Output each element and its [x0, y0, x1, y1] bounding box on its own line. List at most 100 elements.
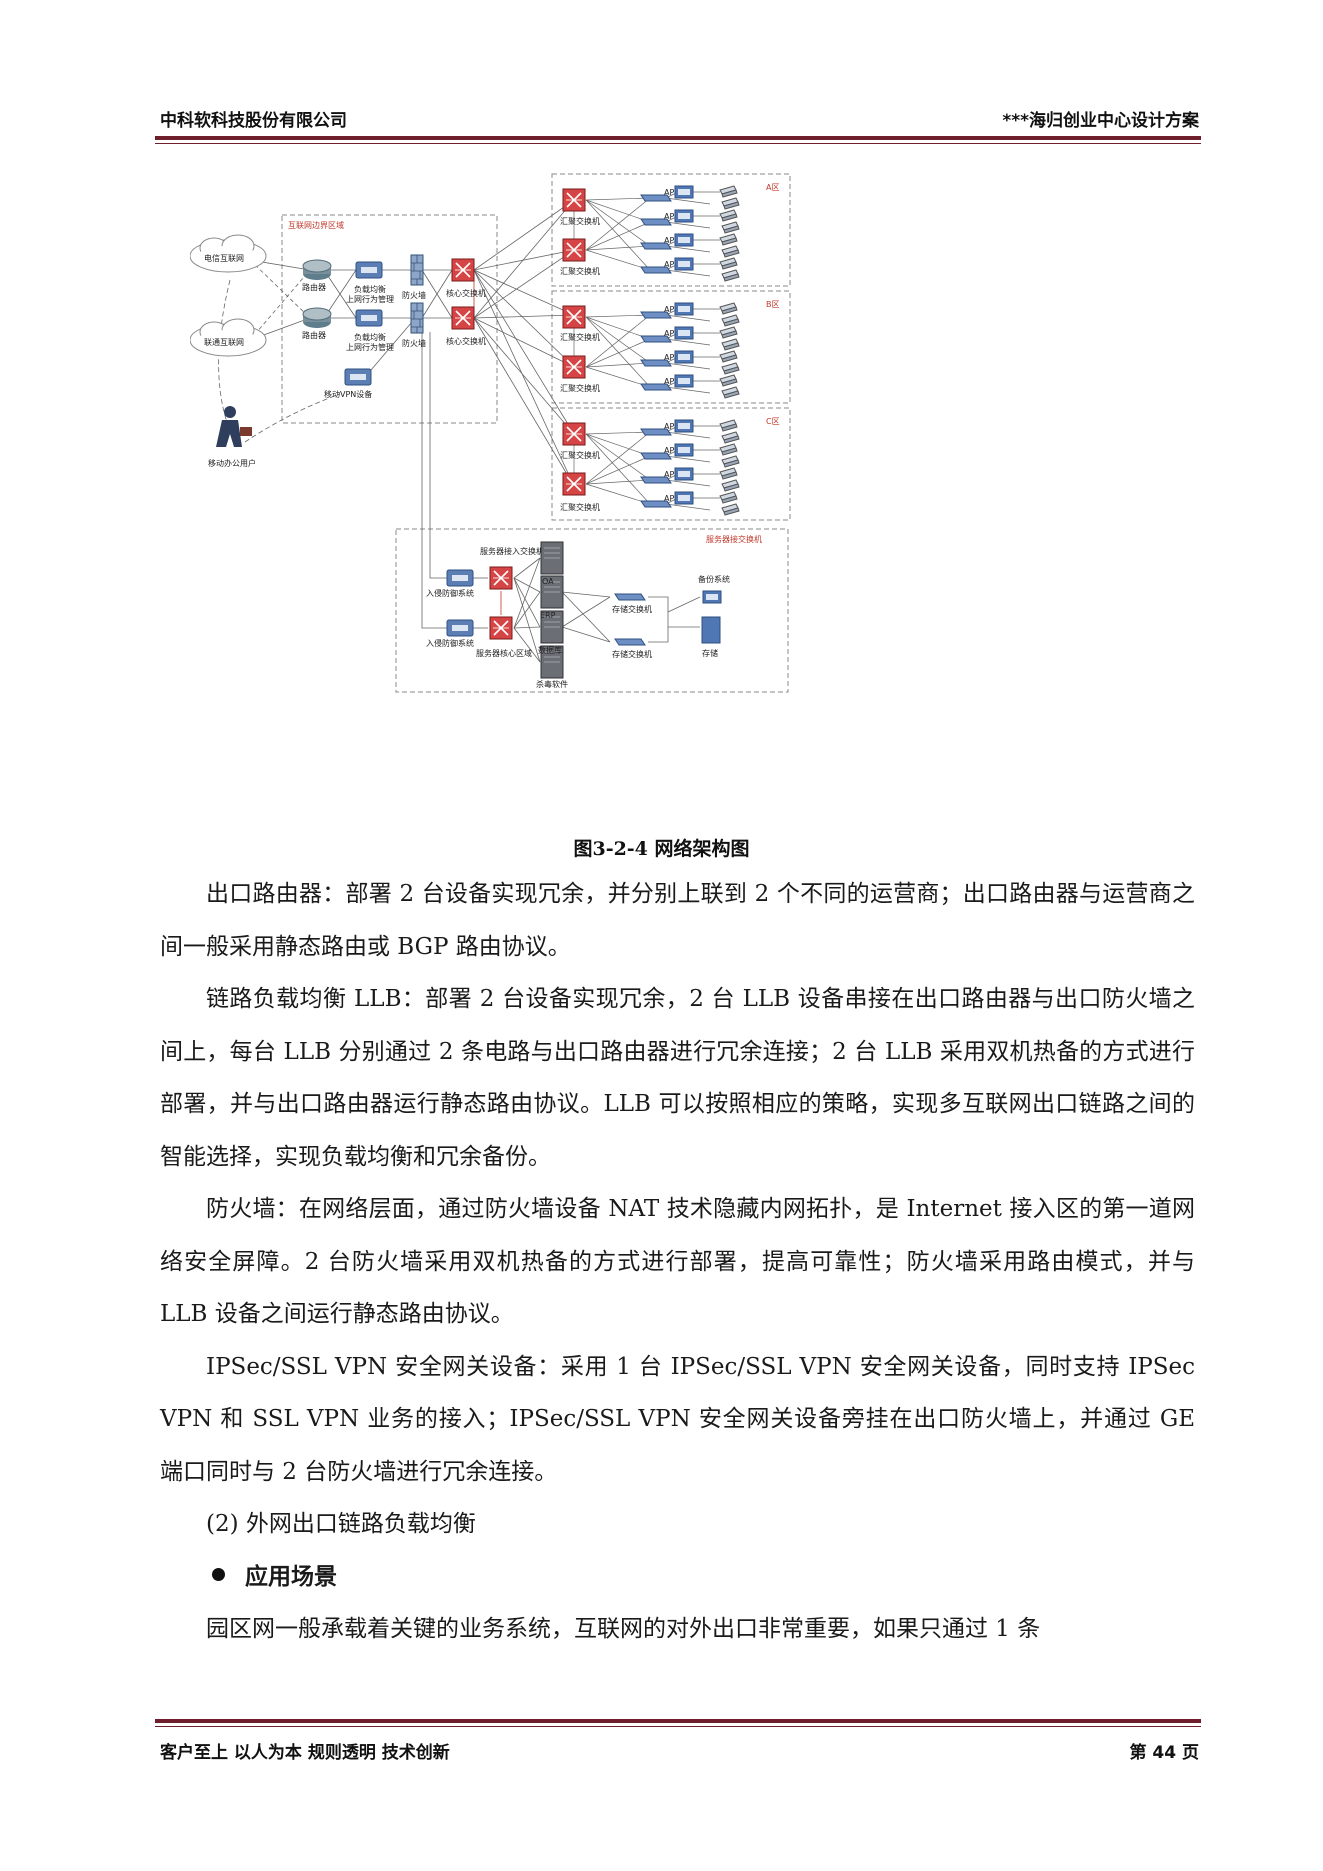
link-line [585, 362, 651, 368]
link-line [585, 366, 651, 388]
label-backup: 备份系统 [698, 574, 730, 584]
link-line [585, 245, 651, 251]
label-storage: 存储 [702, 648, 718, 658]
ap-icon [674, 491, 694, 505]
label-storage-sw-2: 存储交换机 [612, 649, 652, 659]
link-line [665, 245, 711, 253]
link-line [665, 197, 711, 205]
ap-icon [674, 443, 694, 457]
link-line [585, 338, 651, 368]
subheading: (2) 外网出口链路负载均衡 [206, 1511, 476, 1537]
pc-icon [721, 479, 740, 492]
pc-icon [721, 314, 740, 327]
paragraph-scenario: 园区网一般承载着关键的业务系统，互联网的对外出口非常重要，如果只通过 1 条 [206, 1616, 1041, 1642]
label-core-1: 核心交换机 [446, 288, 486, 298]
label-agg-a2: 汇聚交换机 [560, 266, 600, 276]
mobile-user-icon [216, 406, 252, 447]
link-line [585, 316, 651, 364]
label-ap: AP [664, 260, 674, 269]
link-line [665, 314, 711, 322]
pc-icon [721, 386, 740, 399]
paragraph-llb: 链路负载均衡 LLB：部署 2 台设备实现冗余，2 台 LLB 设备串接在出口路… [160, 986, 1195, 1170]
label-agg-a1: 汇聚交换机 [560, 216, 600, 226]
pc-icon [721, 221, 740, 234]
header-company: 中科软科技股份有限公司 [160, 111, 347, 131]
link-line [665, 362, 711, 370]
label-vpn: 移动VPN设备 [324, 389, 372, 399]
figure-caption: 图3-2-4 网络架构图 [573, 838, 750, 860]
ap-icon [674, 374, 694, 388]
label-border-zone: 互联网边界区域 [288, 220, 344, 230]
label-fw-2: 防火墙 [402, 338, 426, 348]
ap-icon [674, 302, 694, 316]
header-doc-title: ***海归创业中心设计方案 [1002, 111, 1199, 131]
pc-icon [721, 269, 740, 282]
label-ap: AP [664, 470, 674, 479]
pc-icon [719, 419, 738, 432]
link-line [585, 316, 651, 388]
label-ap: AP [664, 305, 674, 314]
link-line [585, 314, 651, 318]
label-core-2: 核心交换机 [446, 336, 486, 346]
ap-icon [674, 185, 694, 199]
pc-icon [721, 503, 740, 516]
pc-icon [721, 245, 740, 258]
ap-icon [674, 467, 694, 481]
label-agg-b1: 汇聚交换机 [560, 332, 600, 342]
link-line [585, 433, 651, 457]
pc-icon [719, 350, 738, 363]
aggregation-switch-icon [562, 238, 586, 262]
footer-rule [155, 1719, 1201, 1723]
link-line [665, 503, 711, 511]
label-ap: AP [664, 329, 674, 338]
label-llb-1b: 上网行为管理 [346, 294, 394, 304]
label-ips-1: 入侵防御系统 [426, 588, 474, 598]
body-text: 出口路由器：部署 2 台设备实现冗余，并分别上联到 2 个不同的运营商；出口路由… [160, 868, 1195, 1656]
ap-icon [674, 350, 694, 364]
paragraph-vpn: IPSec/SSL VPN 安全网关设备：采用 1 台 IPSec/SSL VP… [160, 1353, 1195, 1485]
telecom-cloud: 电信互联网 [190, 234, 267, 273]
label-ap: AP [664, 353, 674, 362]
ap-icon [674, 326, 694, 340]
pc-icon [721, 362, 740, 375]
label-storage-sw-1: 存储交换机 [612, 604, 652, 614]
pc-icon [719, 491, 738, 504]
link-line [585, 483, 651, 505]
link-line [665, 479, 711, 487]
link-line [585, 199, 651, 271]
label-zone-c: C区 [766, 417, 780, 426]
pc-icon [719, 326, 738, 339]
link-line [585, 433, 651, 481]
link-line [585, 431, 651, 435]
aggregation-switch-icon [562, 472, 586, 496]
label-zone-a: A区 [766, 183, 779, 192]
link-line [585, 433, 651, 505]
bullet-label: 应用场景 [245, 1563, 337, 1590]
link-line [585, 197, 651, 251]
label-ap: AP [664, 212, 674, 221]
label-erp: ERP [540, 611, 556, 620]
label-ap: AP [664, 494, 674, 503]
label-ap: AP [664, 422, 674, 431]
label-agg-c2: 汇聚交换机 [560, 502, 600, 512]
link-line [665, 455, 711, 463]
link-line [665, 386, 711, 394]
label-db: 数据库 [538, 645, 562, 655]
pc-icon [719, 233, 738, 246]
link-line [665, 269, 711, 277]
pc-icon [719, 302, 738, 315]
label-server-zone: 服务器接交换机 [706, 534, 762, 544]
link-line [585, 249, 651, 271]
aggregation-switch-icon [562, 355, 586, 379]
link-line [585, 316, 651, 340]
label-llb-2: 负载均衡 [354, 332, 386, 342]
label-mobile-user: 移动办公用户 [208, 458, 256, 468]
pc-icon [719, 185, 738, 198]
link-line [585, 431, 651, 485]
label-fw-1: 防火墙 [402, 290, 426, 300]
footer-rule-thin [155, 1726, 1201, 1727]
label-oa: OA [542, 577, 554, 586]
pc-icon [719, 209, 738, 222]
bullet-icon [212, 1567, 225, 1581]
pc-icon [721, 431, 740, 444]
